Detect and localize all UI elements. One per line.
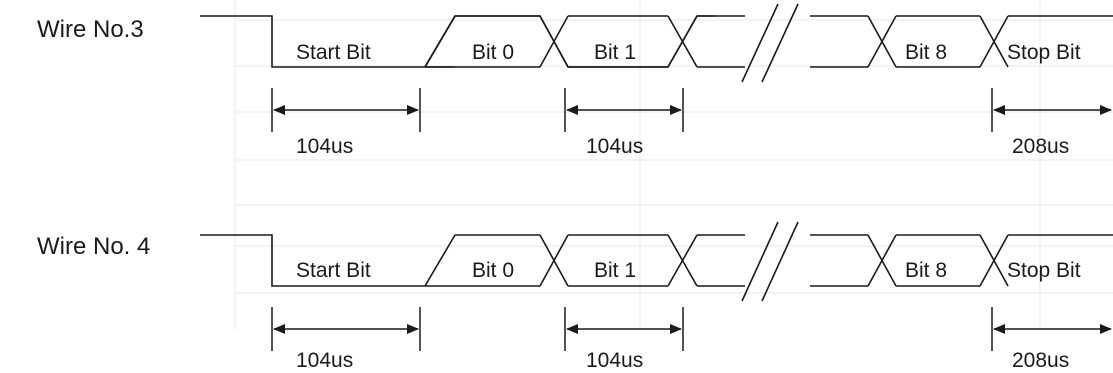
wire3-bit0-label: Bit 0	[472, 41, 515, 64]
wire3-label: Wire No.3	[37, 16, 144, 43]
wire4-stop-duration: 208us	[1012, 349, 1070, 372]
wire4-start-duration: 104us	[296, 349, 354, 372]
wire3-break-mark	[741, 3, 799, 83]
wire3-start-duration: 104us	[296, 135, 354, 158]
wire4-start-bit-label: Start Bit	[296, 259, 371, 282]
wire3-stop-bit-label: Stop Bit	[1007, 41, 1081, 64]
wire4-bit0-label: Bit 0	[472, 259, 515, 282]
wire4-waveform	[200, 234, 1113, 287]
wire3-dimensions	[271, 88, 1112, 132]
wire3-waveform	[200, 15, 1113, 68]
wire4-bit1-label: Bit 1	[594, 259, 637, 282]
wire3-start-bit-label: Start Bit	[296, 41, 371, 64]
wire4-stop-bit-label: Stop Bit	[1007, 259, 1081, 282]
wire3-stop-duration: 208us	[1012, 135, 1070, 158]
wire4-break-mark	[741, 221, 799, 302]
wire3-bit8-label: Bit 8	[905, 41, 948, 64]
wire4-label: Wire No. 4	[37, 233, 151, 260]
wire3-bit1-label: Bit 1	[594, 41, 637, 64]
wire4-bit1-duration: 104us	[586, 349, 644, 372]
wire4-bit8-label: Bit 8	[905, 259, 948, 282]
wire3-bit1-duration: 104us	[586, 135, 644, 158]
wire4-dimensions	[271, 307, 1112, 351]
